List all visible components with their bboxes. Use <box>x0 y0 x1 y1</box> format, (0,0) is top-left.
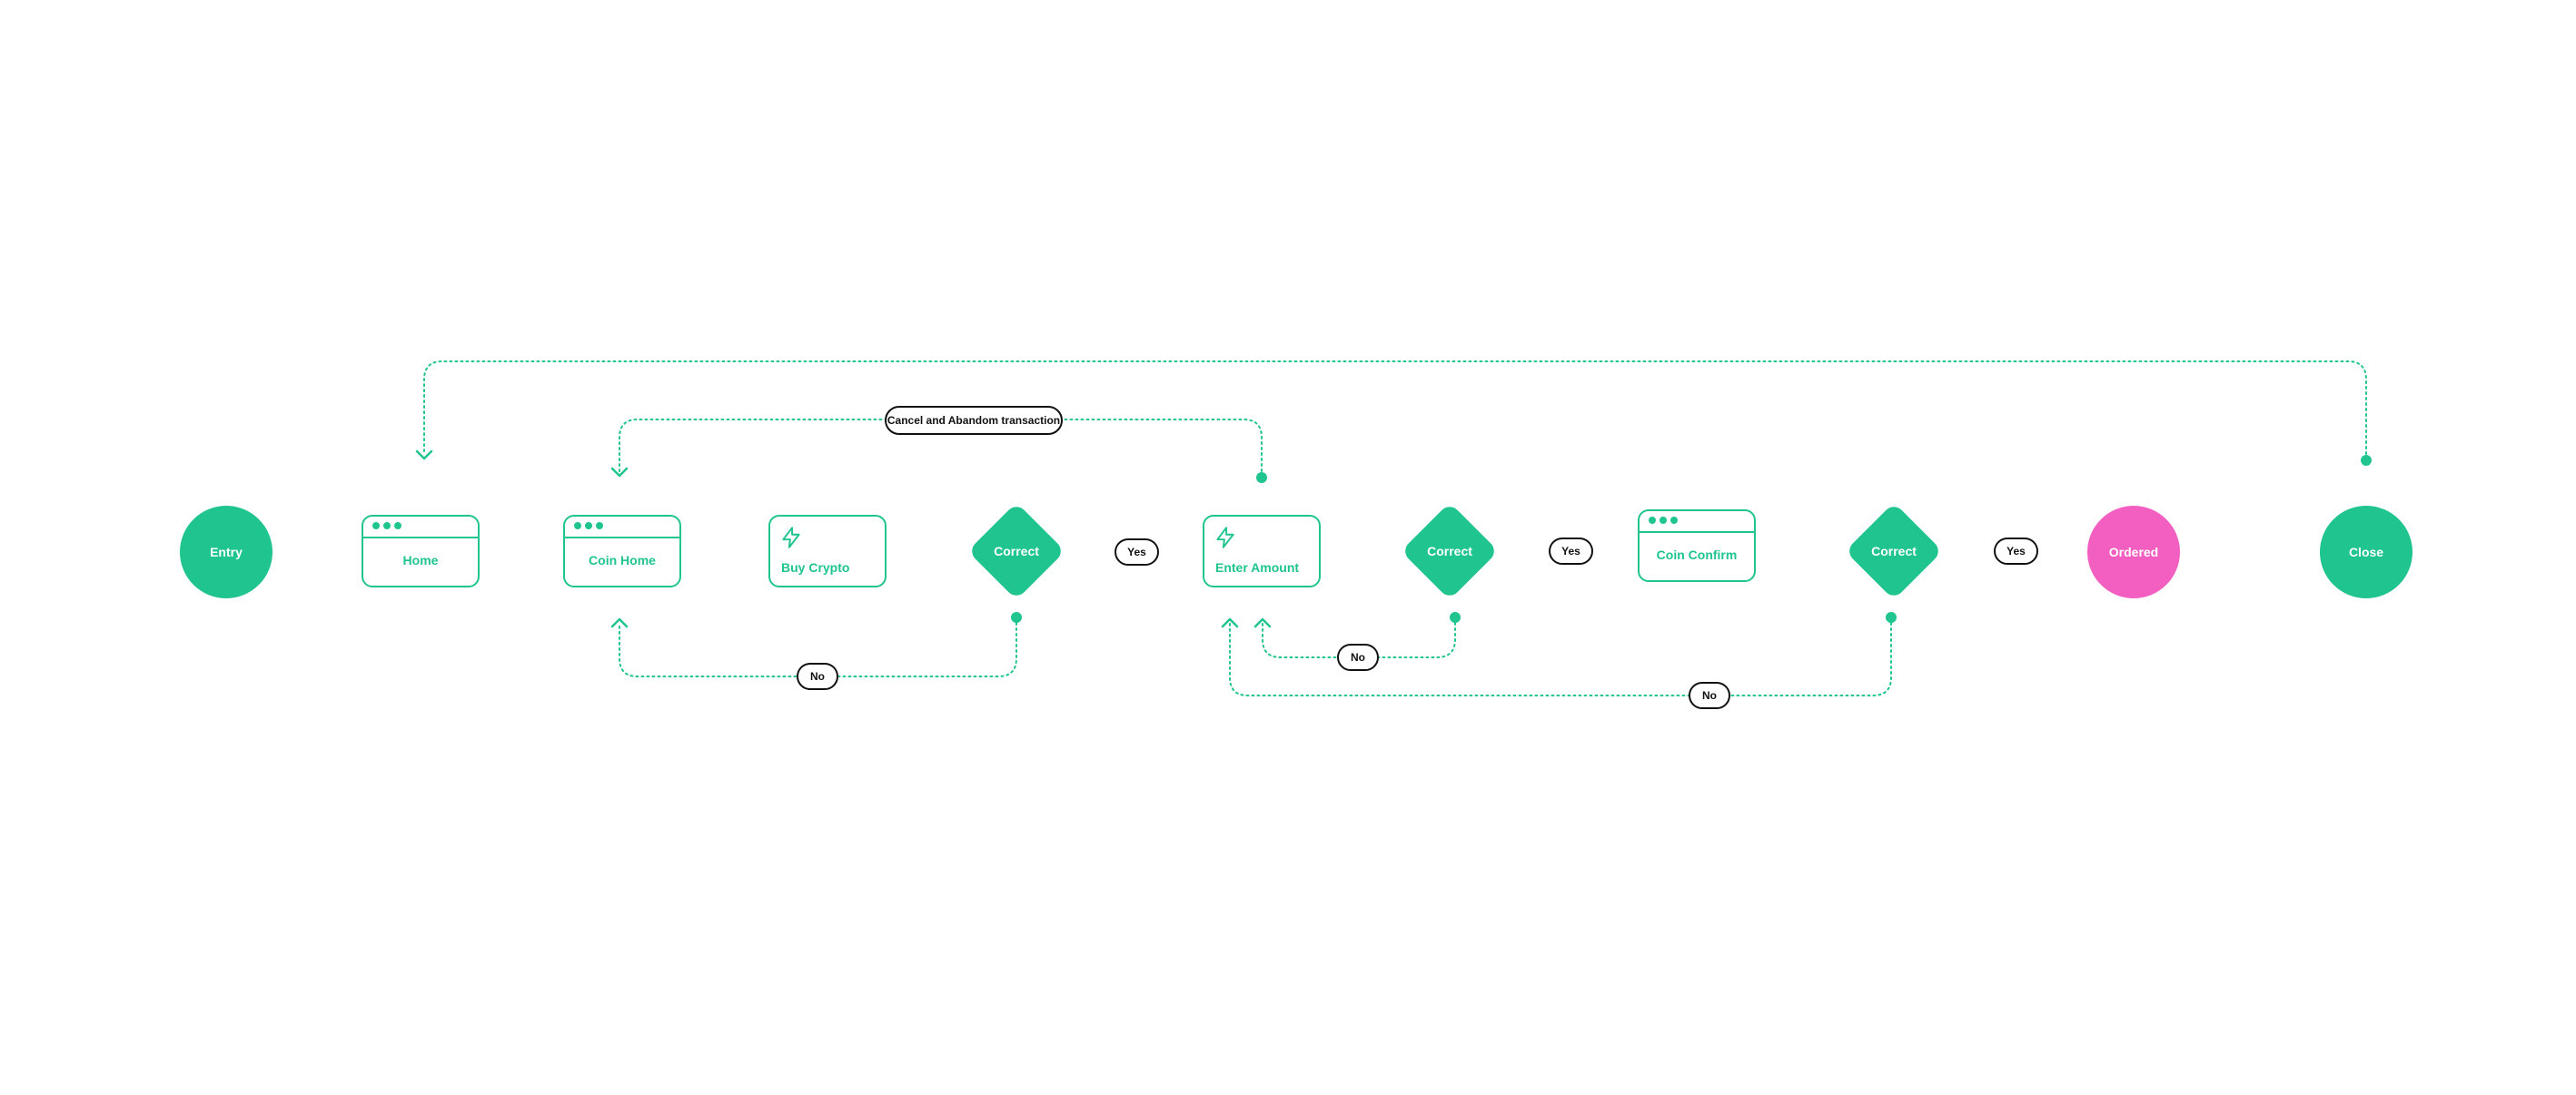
edge-label-no-2-text: No <box>1351 651 1365 664</box>
connector-close-to-home <box>423 360 2367 460</box>
node-home-label: Home <box>402 553 439 567</box>
edge-label-yes-2: Yes <box>1549 538 1593 565</box>
edge-label-cancel-text: Cancel and Abandom transaction <box>887 414 1061 427</box>
node-close[interactable]: Close <box>2320 506 2413 598</box>
window-title-bar <box>363 537 478 538</box>
window-title-bar <box>1640 531 1754 533</box>
node-coin-confirm-label: Coin Confirm <box>1656 548 1738 562</box>
node-enter-amount-label: Enter Amount <box>1215 560 1300 575</box>
connector-dot-close <box>2361 455 2372 466</box>
connector-correct2-no <box>1262 617 1456 658</box>
decision-correct-2-label: Correct <box>1427 544 1472 558</box>
node-home[interactable]: Home <box>362 515 480 587</box>
node-ordered[interactable]: Ordered <box>2087 506 2180 598</box>
decision-correct-3[interactable]: Correct <box>1845 502 1943 600</box>
edge-label-no-2: No <box>1337 644 1379 671</box>
arrowhead-enter-amount-b <box>1253 617 1272 628</box>
edge-label-yes-2-text: Yes <box>1561 545 1580 557</box>
edge-label-yes-1: Yes <box>1115 538 1159 566</box>
edge-label-cancel: Cancel and Abandom transaction <box>885 406 1063 435</box>
window-dots-icon <box>574 522 603 529</box>
lightning-bolt-icon <box>782 527 800 548</box>
node-buy-crypto[interactable]: Buy Crypto <box>768 515 887 587</box>
node-coin-home-label: Coin Home <box>589 553 656 567</box>
node-close-label: Close <box>2348 545 2384 559</box>
node-buy-crypto-label: Buy Crypto <box>781 560 850 575</box>
connector-dot-correct-2 <box>1450 612 1461 623</box>
edge-label-yes-1-text: Yes <box>1127 546 1146 558</box>
edge-label-yes-3: Yes <box>1994 538 2038 565</box>
edge-label-no-1-text: No <box>810 670 825 683</box>
arrowhead-coin-home-top <box>610 467 629 478</box>
arrowhead-home <box>415 449 433 460</box>
window-title-bar <box>565 537 679 538</box>
edge-label-yes-3-text: Yes <box>2006 545 2026 557</box>
connector-dot-correct-3 <box>1886 612 1897 623</box>
window-dots-icon <box>372 522 401 529</box>
decision-correct-1[interactable]: Correct <box>967 502 1065 600</box>
arrowhead-coin-home-bottom <box>610 617 629 628</box>
node-enter-amount[interactable]: Enter Amount <box>1203 515 1321 587</box>
lightning-bolt-icon <box>1216 527 1234 548</box>
connector-dot-correct-1 <box>1011 612 1022 623</box>
decision-correct-3-label: Correct <box>1871 544 1917 558</box>
edge-label-no-3-text: No <box>1702 689 1717 702</box>
decision-correct-2[interactable]: Correct <box>1401 502 1499 600</box>
arrowhead-enter-amount-a <box>1221 617 1239 628</box>
window-dots-icon <box>1649 517 1678 524</box>
edge-label-no-1: No <box>797 663 838 690</box>
decision-correct-1-label: Correct <box>994 544 1039 558</box>
node-entry-label: Entry <box>210 545 243 559</box>
node-entry[interactable]: Entry <box>180 506 272 598</box>
edge-label-no-3: No <box>1689 682 1730 709</box>
connector-dot-enter-amount <box>1256 472 1267 483</box>
node-coin-confirm[interactable]: Coin Confirm <box>1638 509 1756 582</box>
connector-correct3-no <box>1229 617 1892 696</box>
node-coin-home[interactable]: Coin Home <box>563 515 681 587</box>
node-ordered-label: Ordered <box>2108 545 2159 559</box>
